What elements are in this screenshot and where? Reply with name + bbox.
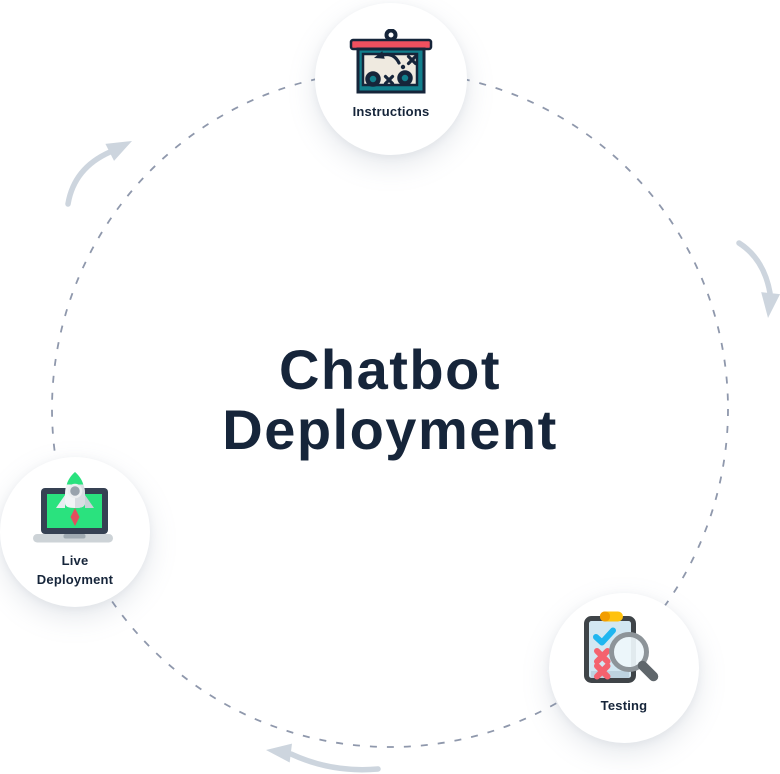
flow-arrow-bottom xyxy=(266,743,381,773)
tactic-circle-right xyxy=(397,70,413,86)
tactic-circle-left xyxy=(365,71,381,87)
magnifier-glass xyxy=(609,632,649,672)
clipboard-clip-dark xyxy=(600,611,610,622)
rocket-nose-cone xyxy=(66,472,84,485)
node-label-live-deployment: Live Deployment xyxy=(36,553,114,587)
arrowhead-icon xyxy=(105,141,132,161)
rocket-fin-left xyxy=(56,495,65,508)
flow-arrow-upper-left xyxy=(65,141,132,207)
laptop-rocket-icon xyxy=(33,472,113,543)
board-hanger-ring xyxy=(384,29,398,42)
clipboard-shade xyxy=(591,671,629,678)
node-label-instructions: Instructions xyxy=(352,104,430,119)
arrowhead-icon xyxy=(266,743,292,763)
tactic-dot xyxy=(400,64,406,70)
node-instructions: Instructions xyxy=(315,3,467,155)
diagram-title: Chatbot Deployment xyxy=(222,338,558,461)
tactic-x-middle xyxy=(383,74,395,86)
node-label-testing: Testing xyxy=(600,698,648,713)
checklist-magnifier-icon xyxy=(584,611,659,683)
magnifier-icon xyxy=(609,632,659,682)
x-mark-2 xyxy=(594,663,611,680)
x-mark-1 xyxy=(594,648,611,665)
rocket xyxy=(56,472,94,526)
rocket-fin-right xyxy=(85,495,94,508)
arrowhead-icon xyxy=(761,292,780,318)
magnifier-handle xyxy=(637,660,659,682)
node-testing: Testing xyxy=(549,593,699,743)
rocket-window xyxy=(67,483,83,499)
rocket-flame xyxy=(70,508,80,526)
tactic-arrowhead xyxy=(374,51,385,59)
laptop-base-notch xyxy=(63,534,86,539)
flow-arrow-right xyxy=(736,240,780,318)
checkmark-icon xyxy=(593,627,616,646)
node-live-deployment: Live Deployment xyxy=(0,457,150,607)
strategy-board-icon xyxy=(349,29,433,94)
dashed-circle xyxy=(51,70,729,748)
tactic-x-top xyxy=(406,54,418,66)
